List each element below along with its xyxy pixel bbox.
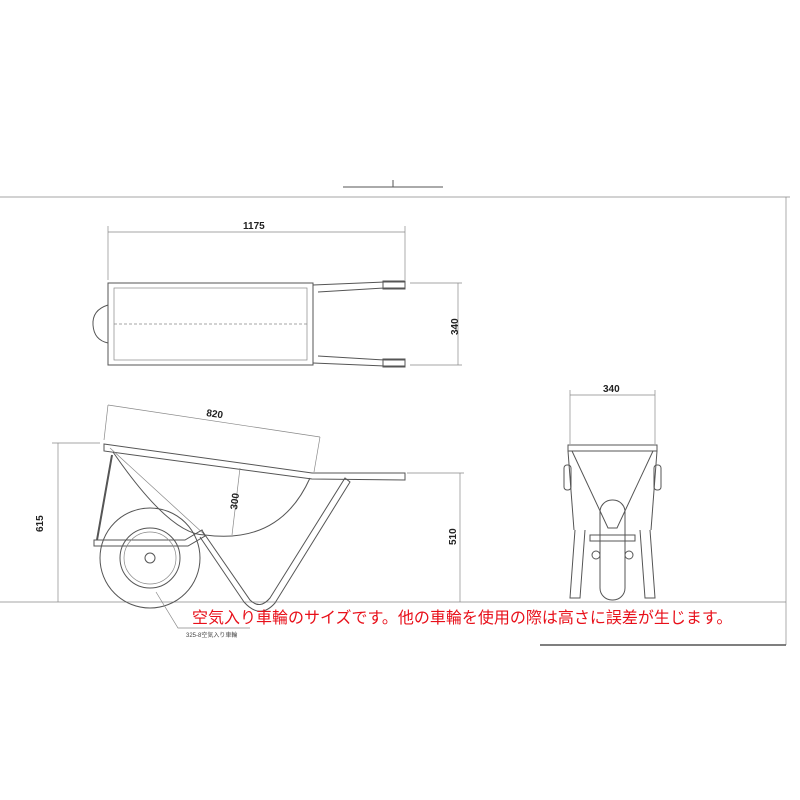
dim-total-height: 615 <box>35 515 46 532</box>
dim-handle-height: 510 <box>448 528 459 545</box>
side-view: 820 300 615 510 325-8空気入り車輪 <box>35 404 464 639</box>
wheel-label: 325-8空気入り車輪 <box>186 631 237 639</box>
dim-tray-length: 820 <box>206 408 224 421</box>
dim-top-length: 1175 <box>243 221 265 232</box>
wheel <box>99 507 201 609</box>
top-view: 1175 340 <box>92 221 462 368</box>
wheel-size-note: 空気入り車輪のサイズです。他の車輪を使用の際は高さに誤差が生じます。 <box>192 608 733 627</box>
dim-front-width: 340 <box>603 384 620 395</box>
dim-tray-depth: 300 <box>229 492 242 510</box>
dim-top-width: 340 <box>450 318 461 335</box>
front-view: 340 <box>563 384 662 601</box>
drawing-frame <box>0 180 790 646</box>
